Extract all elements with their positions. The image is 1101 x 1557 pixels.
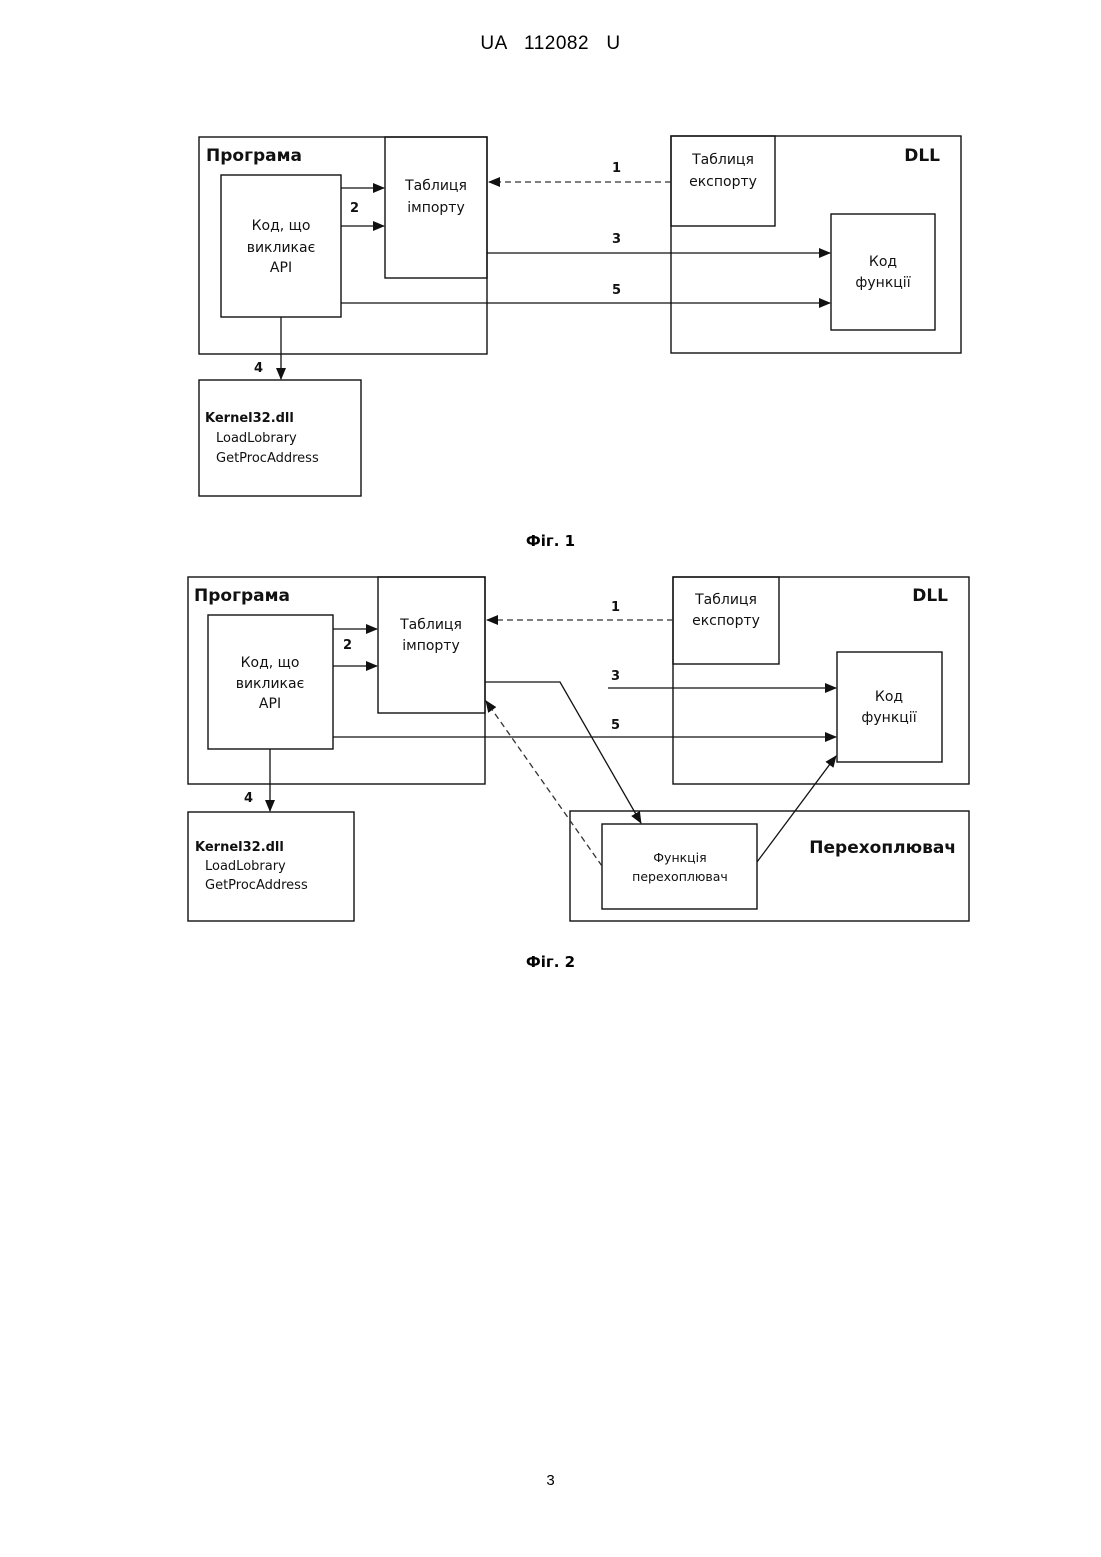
interceptor-title: Перехоплювач <box>809 838 956 858</box>
import-table-2-line-2: імпорту <box>402 638 460 654</box>
calling-code-line-1: Код, що <box>252 218 311 234</box>
export-table-2-line-2: експорту <box>692 613 760 629</box>
export-table-line-2: експорту <box>689 174 757 190</box>
dll-title: DLL <box>904 146 940 166</box>
dll-title-2: DLL <box>912 586 948 606</box>
import-table-line-1: Таблиця <box>404 178 467 194</box>
function-code-2-line-1: Код <box>875 689 903 705</box>
figure-2-caption: Фіг. 2 <box>0 953 1101 971</box>
arrow-2-label-1: 1 <box>611 600 620 615</box>
figure-2-diagram: Програма Код, що викликає API Таблиця ім… <box>0 560 1101 960</box>
arrow-label-5: 5 <box>612 283 621 298</box>
arrow-2-label-5: 5 <box>611 718 620 733</box>
import-table-2-line-1: Таблиця <box>399 617 462 633</box>
interceptor-function-line-2: перехоплювач <box>632 869 728 884</box>
export-table-line-1: Таблиця <box>691 152 754 168</box>
program-title-2: Програма <box>194 586 290 606</box>
function-code-line-1: Код <box>869 254 897 270</box>
figure-1-caption: Фіг. 1 <box>0 532 1101 550</box>
kernel32-2-load-library: LoadLobrary <box>205 859 286 874</box>
program-container-2 <box>188 577 485 784</box>
arrow-2-label-2: 2 <box>343 638 352 653</box>
calling-code-line-2: викликає <box>247 240 316 256</box>
dll-container-2 <box>673 577 969 784</box>
arrow-label-1: 1 <box>612 161 621 176</box>
calling-code-line-3: API <box>270 260 292 276</box>
calling-code-2-line-2: викликає <box>236 676 305 692</box>
arrow-label-4: 4 <box>254 361 263 376</box>
arrow-2-label-4: 4 <box>244 791 253 806</box>
kernel32-title: Kernel32.dll <box>205 411 294 426</box>
function-code-box-2 <box>837 652 942 762</box>
calling-code-2-line-1: Код, що <box>241 655 300 671</box>
program-container <box>199 137 487 354</box>
kernel32-2-title: Kernel32.dll <box>195 840 284 855</box>
function-code-line-2: функції <box>855 275 910 291</box>
kernel32-load-library: LoadLobrary <box>216 431 297 446</box>
dll-container <box>671 136 961 353</box>
figure-1-diagram: Програма Код, що викликає API Таблиця ім… <box>0 0 1101 520</box>
function-code-2-line-2: функції <box>861 710 916 726</box>
arrow-2-label-3: 3 <box>611 669 620 684</box>
interceptor-container <box>570 811 969 921</box>
import-table-line-2: імпорту <box>407 200 465 216</box>
calling-code-2-line-3: API <box>259 696 281 712</box>
export-table-2-line-1: Таблиця <box>694 592 757 608</box>
interceptor-function-box <box>602 824 757 909</box>
arrow-import-to-interceptor <box>485 682 641 823</box>
kernel32-get-proc-address: GetProcAddress <box>216 451 319 466</box>
arrow-label-2: 2 <box>350 201 359 216</box>
program-title: Програма <box>206 146 302 166</box>
page-number: 3 <box>0 1472 1101 1489</box>
interceptor-function-line-1: Функція <box>653 850 706 865</box>
kernel32-2-get-proc-address: GetProcAddress <box>205 878 308 893</box>
arrow-label-3: 3 <box>612 232 621 247</box>
function-code-box <box>831 214 935 330</box>
